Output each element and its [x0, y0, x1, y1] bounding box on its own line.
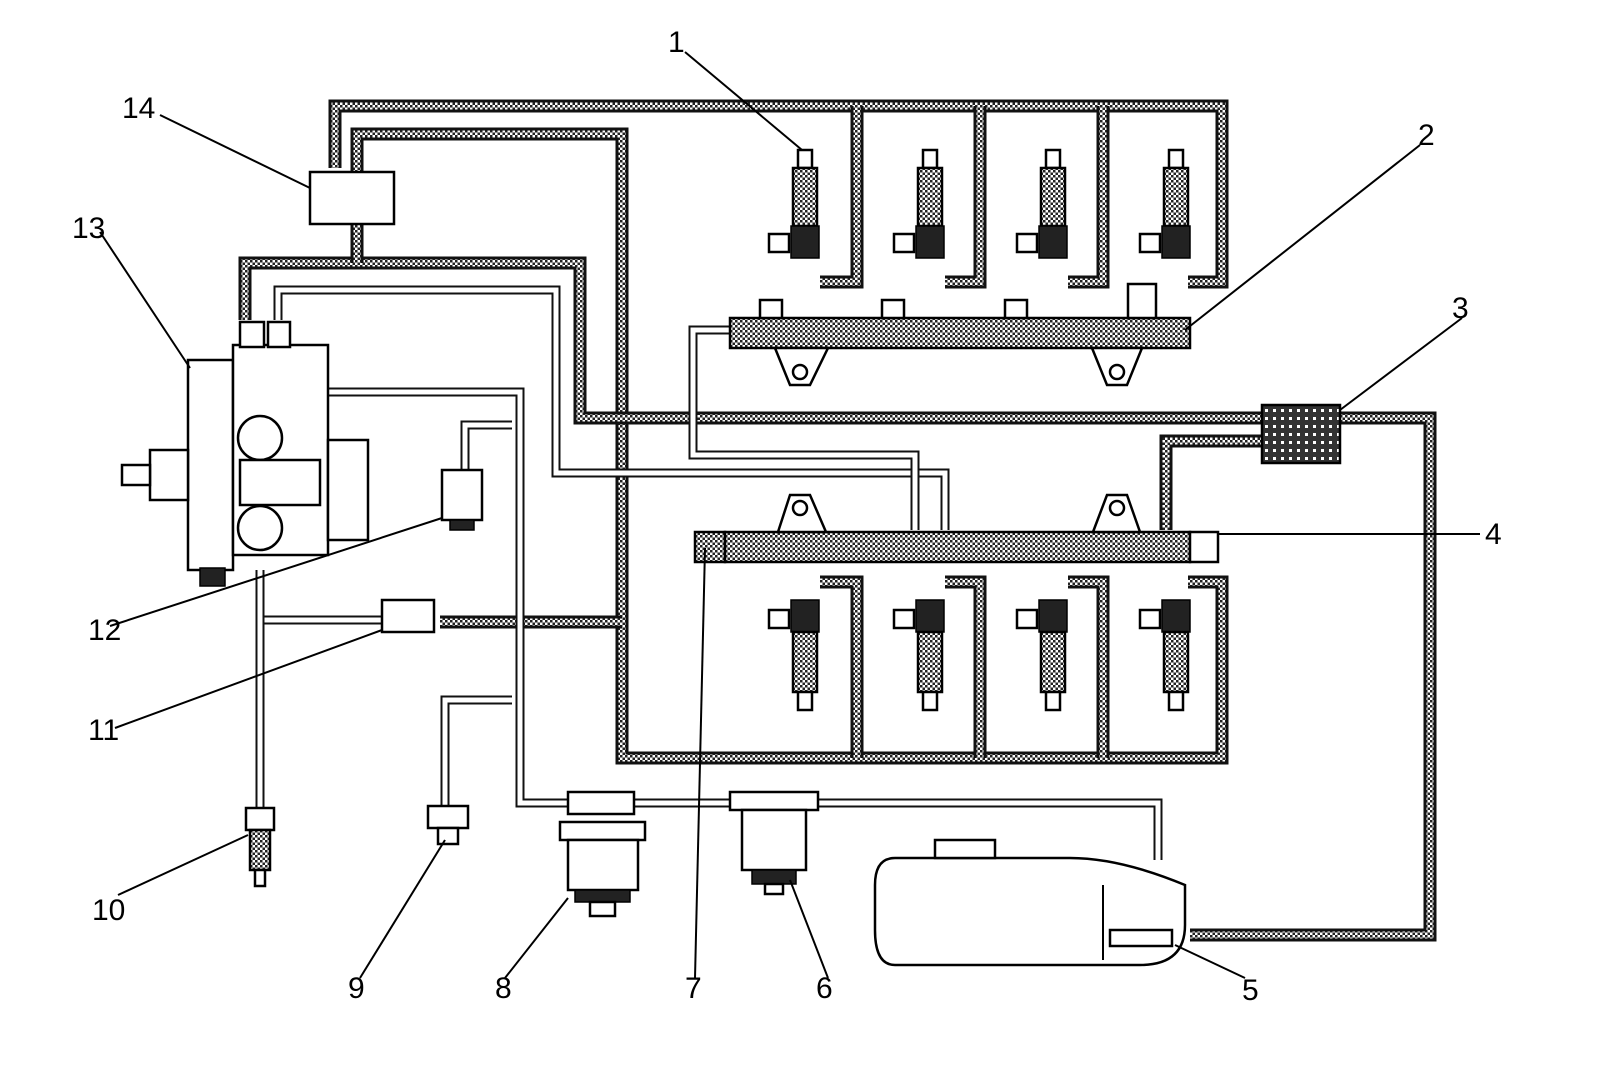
callout-12: 12	[88, 614, 121, 647]
callout-10: 10	[92, 894, 125, 927]
fuel-pressure-regulator	[440, 468, 484, 531]
callout-11: 11	[88, 714, 119, 747]
callout-8: 8	[495, 972, 512, 1005]
fuel-cooler	[1260, 403, 1342, 465]
callout-5: 5	[1242, 974, 1259, 1007]
callout-labels: 1 2 3 4 5 6 7 8 9 10 11 12 13 14	[72, 26, 1502, 1007]
water-in-fuel-sensor	[426, 804, 470, 846]
fuel-rail-lower	[693, 493, 1220, 564]
callout-2: 2	[1418, 119, 1435, 152]
callout-6: 6	[816, 972, 833, 1005]
fuel-filter	[558, 790, 647, 918]
fuel-tank	[873, 838, 1187, 967]
callout-3: 3	[1452, 292, 1469, 325]
callout-1: 1	[668, 26, 685, 59]
callout-9: 9	[348, 972, 365, 1005]
fuel-heater	[380, 598, 436, 634]
supply-lines	[255, 285, 1163, 860]
leader-lines	[99, 51, 1480, 979]
return-lines	[238, 99, 1437, 942]
control-module-box	[308, 170, 396, 226]
callout-13: 13	[72, 212, 105, 245]
fuel-temperature-sensor	[244, 806, 276, 888]
high-pressure-pump	[120, 320, 370, 587]
callout-4: 4	[1485, 518, 1502, 551]
callout-14: 14	[122, 92, 155, 125]
fuel-rail-upper	[728, 282, 1192, 387]
pre-filter	[728, 790, 820, 896]
callout-7: 7	[685, 972, 702, 1005]
